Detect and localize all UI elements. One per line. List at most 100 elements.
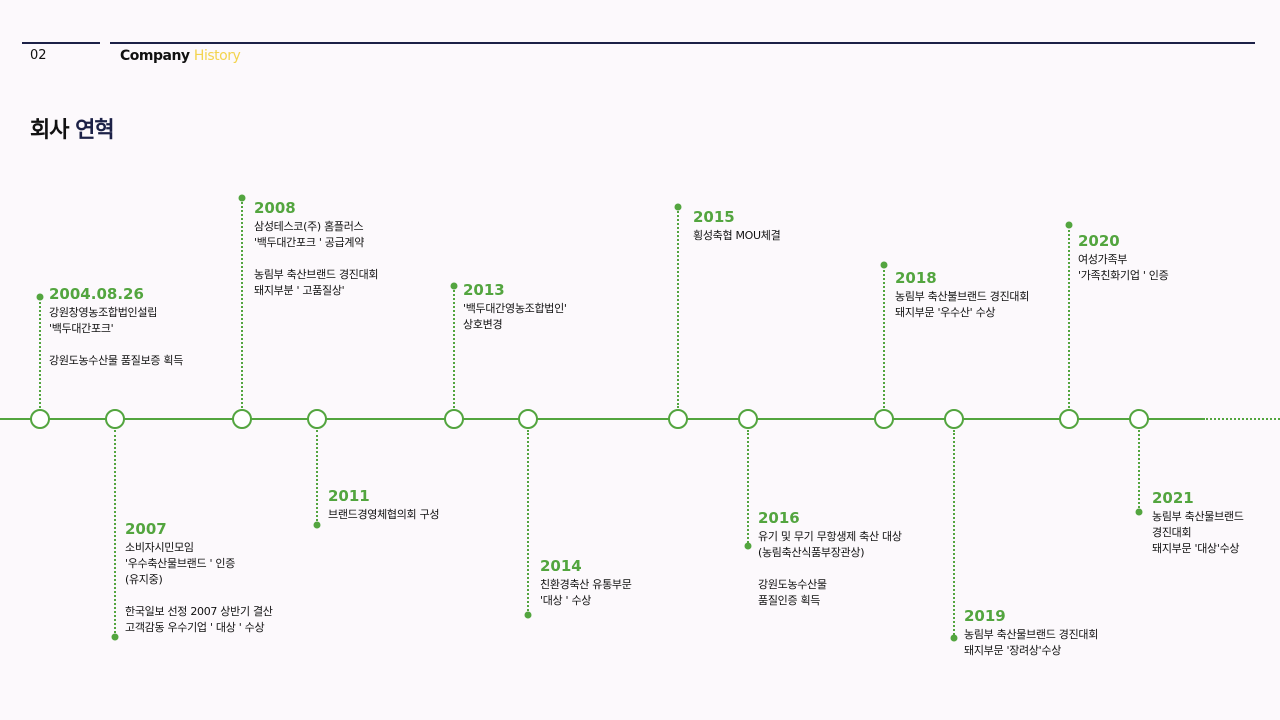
event-text: 농림부 축산불브랜드 경진대회 — [895, 290, 1030, 303]
event-2021: 2021 농림부 축산물브랜드 경진대회 돼지부문 '대상'수상 — [1152, 489, 1244, 557]
event-text: '가족친화기업 ' 인증 — [1078, 269, 1169, 282]
event-text: 돼지부문 '장려상'수상 — [964, 644, 1062, 657]
event-2016: 2016 유기 및 무기 무항생제 축산 대상 (농림축산식품부장관상) 강원도… — [758, 509, 902, 609]
connector-line — [883, 266, 885, 408]
event-year: 2013 — [463, 281, 505, 299]
event-2004: 2004.08.26 강원창영농조합법인설립 '백두대간포크' 강원도농수산물 … — [49, 285, 183, 369]
event-text: 친환경축산 유통부문 — [540, 578, 632, 591]
event-year: 2021 — [1152, 489, 1194, 507]
event-text: 강원도농수산물 품질보증 획득 — [49, 354, 184, 367]
event-marker — [524, 611, 532, 619]
timeline-node — [668, 409, 688, 429]
event-year: 2019 — [964, 607, 1006, 625]
event-text: (농림축산식품부장관상) — [758, 546, 865, 559]
timeline-node — [232, 409, 252, 429]
event-marker — [238, 194, 246, 202]
event-text: '백두대간포크 ' 공급계약 — [254, 236, 365, 249]
event-marker — [744, 542, 752, 550]
event-marker — [313, 521, 321, 529]
event-text: 상호변경 — [463, 318, 503, 331]
event-text: 농림부 축산물브랜드 — [1152, 510, 1244, 523]
timeline-axis-extension — [1203, 418, 1280, 420]
event-marker — [674, 203, 682, 211]
connector-line — [241, 199, 243, 408]
timeline-node — [1059, 409, 1079, 429]
event-text: '대상 ' 수상 — [540, 594, 592, 607]
timeline-node — [518, 409, 538, 429]
event-text: 돼지부문 '우수산' 수상 — [895, 306, 996, 319]
event-text: 농림부 축산물브랜드 경진대회 — [964, 628, 1099, 641]
connector-line — [316, 430, 318, 525]
event-marker — [36, 293, 44, 301]
event-marker — [1065, 221, 1073, 229]
event-2008: 2008 삼성테스코(주) 홈플러스 '백두대간포크 ' 공급계약 농림부 축산… — [254, 199, 379, 299]
event-marker — [450, 282, 458, 290]
connector-line — [953, 430, 955, 638]
event-year: 2018 — [895, 269, 937, 287]
event-marker — [1135, 508, 1143, 516]
section-number: 02 — [30, 48, 47, 63]
timeline-node — [30, 409, 50, 429]
header-rule-right — [110, 42, 1255, 44]
event-year: 2008 — [254, 199, 296, 217]
event-marker — [950, 634, 958, 642]
event-text: 강원도농수산물 — [758, 578, 827, 591]
connector-line — [114, 430, 116, 637]
event-marker — [111, 633, 119, 641]
event-2019: 2019 농림부 축산물브랜드 경진대회 돼지부문 '장려상'수상 — [964, 607, 1098, 659]
event-text: 돼지부문 '대상'수상 — [1152, 542, 1240, 555]
event-2007: 2007 소비자시민모임 '우수축산물브랜드 ' 인증 (유지중) 한국일보 선… — [125, 520, 273, 636]
event-text: 품질인증 획득 — [758, 594, 821, 607]
section-title: Company History — [120, 48, 241, 64]
event-2011: 2011 브랜드경영체협의회 구성 — [328, 487, 440, 523]
event-year: 2004.08.26 — [49, 285, 144, 303]
event-year: 2011 — [328, 487, 370, 505]
event-text: 여성가족부 — [1078, 253, 1128, 266]
event-text: 한국일보 선정 2007 상반기 결산 — [125, 605, 273, 618]
event-text: 돼지부분 ' 고품질상' — [254, 284, 345, 297]
timeline-axis — [0, 418, 1203, 420]
event-2013: 2013 '백두대간영농조합법인' 상호변경 — [463, 281, 567, 333]
timeline-node — [307, 409, 327, 429]
event-year: 2016 — [758, 509, 800, 527]
header-rule-left — [22, 42, 100, 44]
event-year: 2020 — [1078, 232, 1120, 250]
event-2014: 2014 친환경축산 유통부문 '대상 ' 수상 — [540, 557, 632, 609]
timeline-node — [874, 409, 894, 429]
connector-line — [39, 298, 41, 408]
event-text: 강원창영농조합법인설립 — [49, 306, 158, 319]
event-year: 2015 — [693, 208, 735, 226]
event-text: '우수축산물브랜드 ' 인증 — [125, 557, 236, 570]
section-title-accent: History — [193, 48, 241, 64]
timeline-node — [444, 409, 464, 429]
connector-line — [527, 430, 529, 615]
event-2015: 2015 횡성축협 MOU체결 — [693, 208, 781, 244]
page-title: 회사 연혁 — [30, 112, 115, 144]
timeline-node — [1129, 409, 1149, 429]
timeline-node — [944, 409, 964, 429]
connector-line — [1138, 430, 1140, 512]
event-2018: 2018 농림부 축산불브랜드 경진대회 돼지부문 '우수산' 수상 — [895, 269, 1029, 321]
connector-line — [747, 430, 749, 546]
event-marker — [880, 261, 888, 269]
event-year: 2007 — [125, 520, 167, 538]
event-text: 경진대회 — [1152, 526, 1192, 539]
event-text: '백두대간영농조합법인' — [463, 302, 567, 315]
page-title-main: 회사 — [30, 118, 76, 143]
event-text: 브랜드경영체협의회 구성 — [328, 508, 440, 521]
event-text: 횡성축협 MOU체결 — [693, 229, 781, 242]
timeline-node — [738, 409, 758, 429]
connector-line — [677, 208, 679, 408]
connector-line — [453, 286, 455, 408]
timeline-node — [105, 409, 125, 429]
event-text: 고객감동 우수기업 ' 대상 ' 수상 — [125, 621, 265, 634]
connector-line — [1068, 226, 1070, 408]
event-text: 삼성테스코(주) 홈플러스 — [254, 220, 364, 233]
event-text: 소비자시민모임 — [125, 541, 194, 554]
event-text: (유지중) — [125, 573, 163, 586]
event-text: 농림부 축산브랜드 경진대회 — [254, 268, 379, 281]
event-2020: 2020 여성가족부 '가족친화기업 ' 인증 — [1078, 232, 1169, 284]
event-year: 2014 — [540, 557, 582, 575]
event-text: '백두대간포크' — [49, 322, 114, 335]
page-title-accent: 연혁 — [75, 118, 114, 143]
